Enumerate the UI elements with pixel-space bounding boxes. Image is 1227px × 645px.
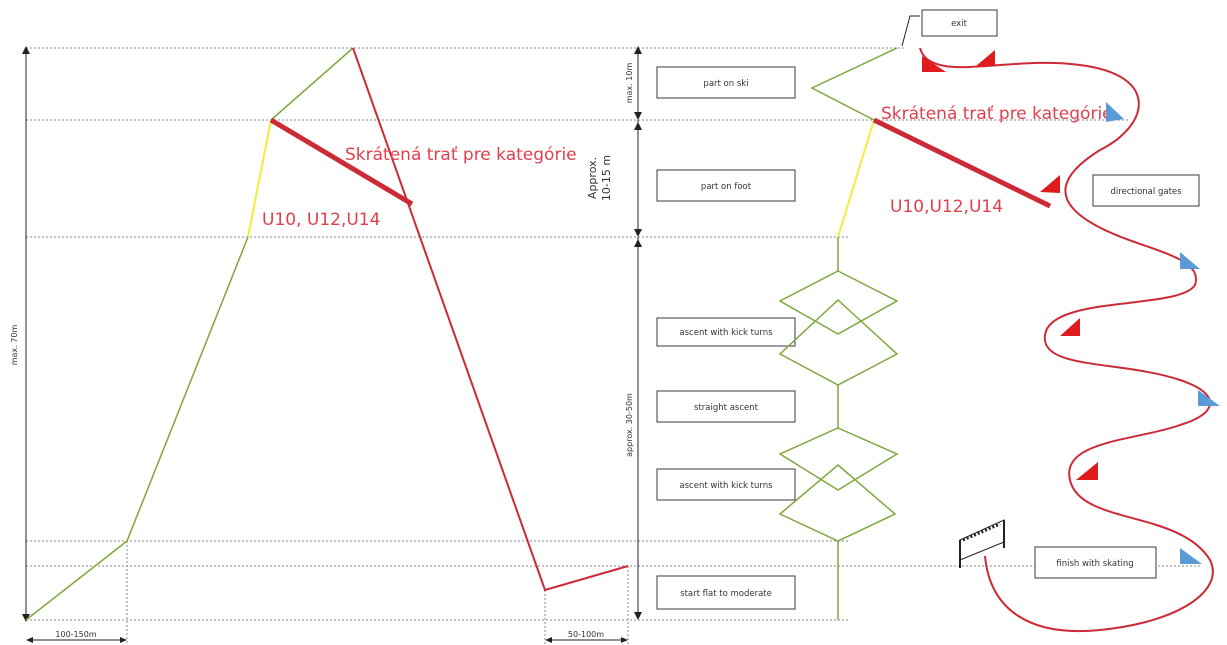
gates <box>922 50 1220 564</box>
red-gate-flag <box>1060 318 1080 336</box>
svg-text:ascent with kick turns: ascent with kick turns <box>679 481 773 491</box>
svg-text:finish with skating: finish with skating <box>1056 559 1133 569</box>
svg-text:start flat to moderate: start flat to moderate <box>680 589 772 599</box>
width-right-label: 50-100m <box>568 630 604 639</box>
blue-gate-flag <box>1180 252 1200 269</box>
label-exit: exit <box>921 9 998 37</box>
red-gate-flag <box>1076 462 1098 480</box>
svg-text:straight ascent: straight ascent <box>694 403 759 413</box>
blue-gate-flag <box>1106 102 1124 122</box>
width-left-label: 100-150m <box>55 630 96 639</box>
shortcut-line-right <box>872 117 1052 209</box>
descent-track <box>919 47 1214 632</box>
descent-profile <box>352 47 629 592</box>
width-dimensions: 100-150m 50-100m <box>26 630 628 643</box>
finish-banner-icon <box>959 519 1005 568</box>
exit-pointer <box>901 15 920 47</box>
label-part-on-ski: part on ski <box>656 66 796 99</box>
label-ascent-kick-turns-1: ascent with kick turns <box>656 317 796 347</box>
svg-text:directional gates: directional gates <box>1110 187 1182 197</box>
approx-ascent-label: approx. 30-50m <box>625 393 634 457</box>
svg-text:part on ski: part on ski <box>703 79 748 89</box>
svg-text:ascent with kick turns: ascent with kick turns <box>679 328 773 338</box>
label-straight-ascent: straight ascent <box>656 390 796 423</box>
categories-label-right: U10,U12,U14 <box>890 197 1003 217</box>
blue-gate-flag <box>1180 548 1202 564</box>
label-start-flat: start flat to moderate <box>656 575 796 610</box>
shortened-track-label-right: Skrátená trať pre kategórie <box>881 104 1113 124</box>
svg-text:part on foot: part on foot <box>701 182 752 192</box>
label-part-on-foot: part on foot <box>656 169 796 202</box>
course-track <box>778 47 899 620</box>
label-finish-with-skating: finish with skating <box>1034 546 1157 579</box>
shortened-track-label-left: Skrátená trať pre kategórie <box>345 145 577 165</box>
max-ski-label: max. 10m <box>625 63 634 104</box>
ascent-profile <box>25 47 354 621</box>
approx-foot-label-2: 10-15 m <box>600 155 613 201</box>
red-gate-flag <box>922 56 946 72</box>
label-ascent-kick-turns-2: ascent with kick turns <box>656 468 796 501</box>
max-total-label: max. 70m <box>10 325 19 366</box>
categories-label-left: U10, U12,U14 <box>262 210 380 230</box>
red-gate-flag <box>976 50 995 66</box>
label-directional-gates: directional gates <box>1092 174 1200 207</box>
svg-text:exit: exit <box>951 19 967 29</box>
shortcut-line-left <box>269 117 414 207</box>
section-dimensions: max. 10m Approx. 10-15 m approx. 30-50m <box>586 46 642 620</box>
blue-gate-flag <box>1198 390 1220 406</box>
approx-foot-label-1: Approx. <box>586 157 599 199</box>
reference-lines <box>26 47 1200 645</box>
total-height-dimension: max. 70m <box>10 46 30 622</box>
red-gate-flag <box>1040 175 1060 193</box>
